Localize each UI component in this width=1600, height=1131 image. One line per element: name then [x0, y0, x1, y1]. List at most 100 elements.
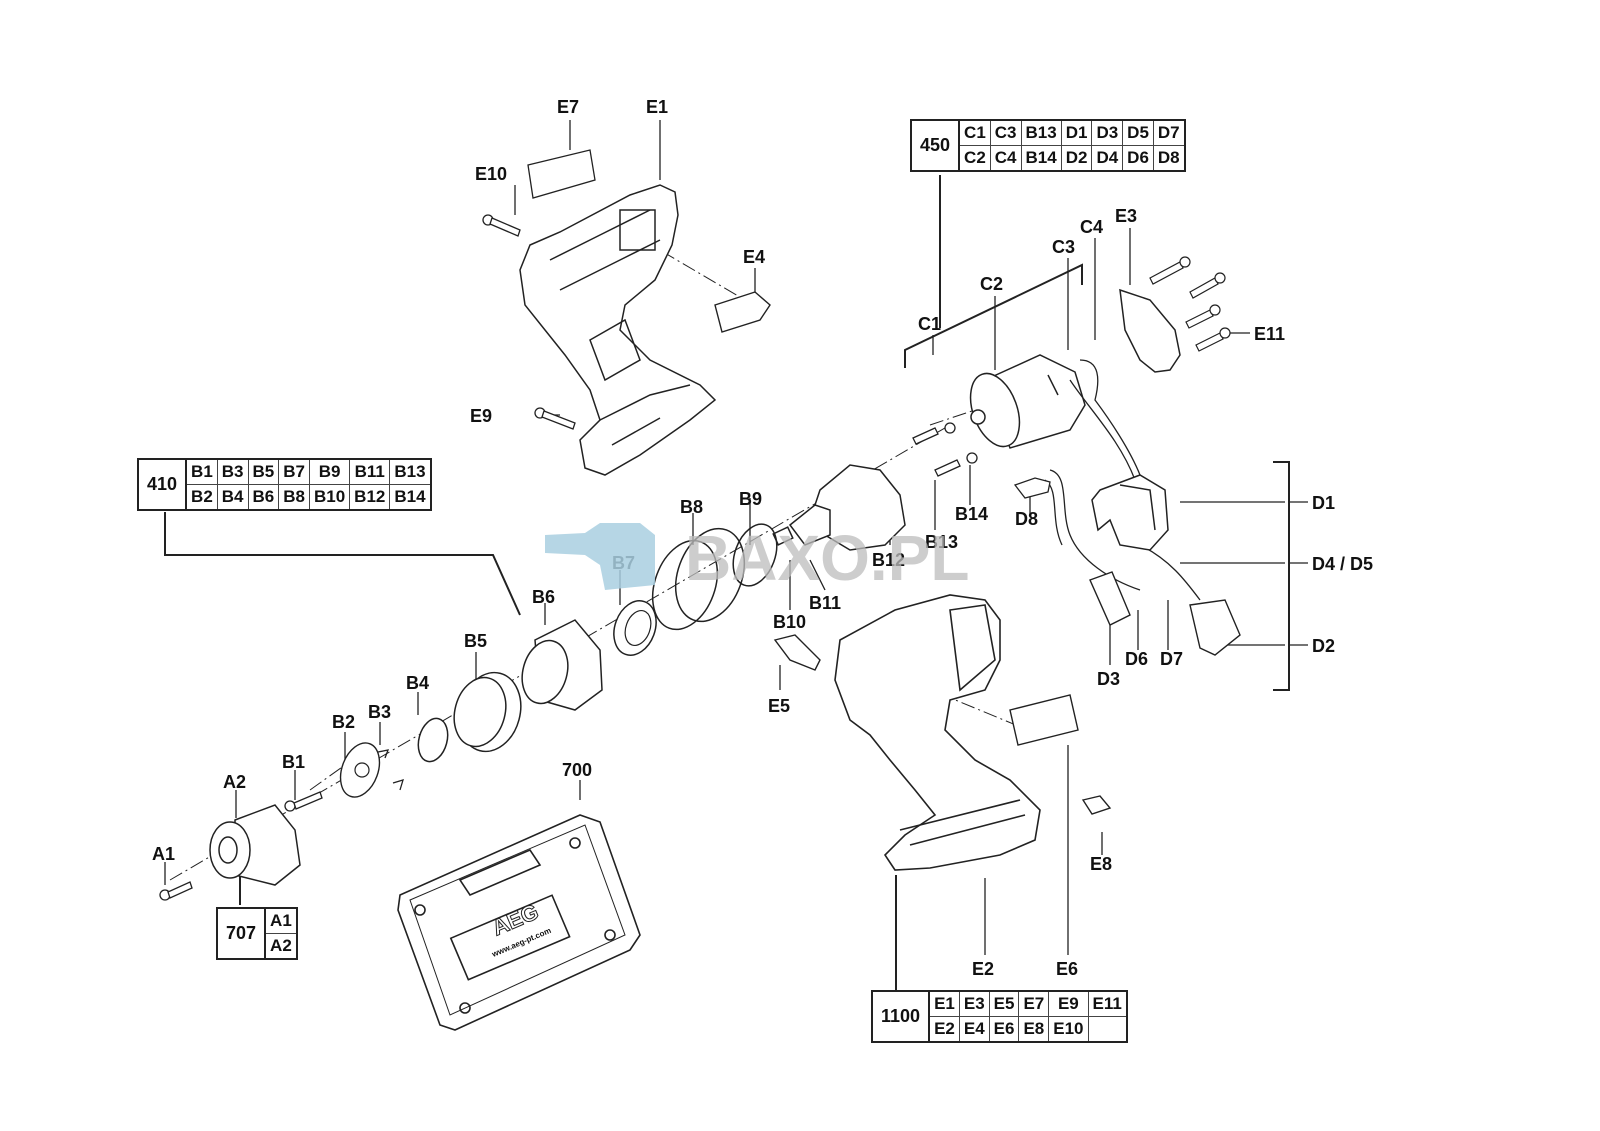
latch-e5 [773, 634, 821, 671]
label-b8: B8 [680, 497, 703, 517]
screw-b1 [284, 791, 323, 812]
label-e1: E1 [646, 97, 668, 117]
kit-part-cell: A2 [264, 933, 298, 960]
kit-number: 707 [216, 907, 267, 960]
label-b4: B4 [406, 673, 429, 693]
part-labels: E7 E1 E10 E4 E9 E3 E11 C4 C3 C2 C1 B14 B… [152, 97, 1373, 979]
kit-part-cell: E10 [1048, 1016, 1089, 1043]
kit-row: A2 [217, 933, 298, 960]
label-c3: C3 [1052, 237, 1075, 257]
kit-part-cell: B14 [1020, 145, 1062, 172]
o-ring-b9 [732, 523, 778, 587]
washer-b2 [339, 742, 381, 798]
kit-part-cell: C3 [989, 119, 1022, 146]
label-d3: D3 [1097, 669, 1120, 689]
kit-part-cell: B3 [216, 458, 249, 485]
label-plate-e7 [527, 149, 596, 199]
chuck-a2 [209, 804, 301, 886]
kit-part-cell: E9 [1048, 990, 1089, 1017]
kit-part-cell: B12 [349, 484, 391, 511]
label-b11: B11 [809, 593, 841, 613]
label-e2: E2 [972, 959, 994, 979]
kit-part-cell: E4 [958, 1016, 990, 1043]
label-b2: B2 [332, 712, 355, 732]
kit-number: 410 [137, 458, 188, 511]
motor-cover-e3 [1119, 288, 1181, 373]
label-b7: B7 [612, 553, 635, 573]
kit-part-cell: E3 [958, 990, 990, 1017]
torque-collar-b6 [521, 619, 603, 711]
kit-part-cell: B13 [1020, 119, 1062, 146]
label-d4-d5: D4 / D5 [1312, 554, 1373, 574]
terminal-block-d2 [1189, 599, 1241, 656]
kit-part-cell: D6 [1122, 145, 1154, 172]
kit-part-cell: B4 [216, 484, 249, 511]
label-b14: B14 [955, 504, 988, 524]
label-d8: D8 [1015, 509, 1038, 529]
kit-part-cell: B2 [185, 484, 218, 511]
kit-part-cell: B7 [278, 458, 310, 485]
kit-part-cell: C1 [958, 119, 991, 146]
kit-part-cell: D4 [1091, 145, 1124, 172]
ring-b4 [417, 717, 449, 763]
label-d6: D6 [1125, 649, 1148, 669]
clip-d8 [1013, 477, 1051, 499]
kit-part-cell: D7 [1152, 119, 1186, 146]
kit-part-cell: C2 [958, 145, 991, 172]
label-e3: E3 [1115, 206, 1137, 226]
kit-part-cell: B9 [308, 458, 351, 485]
housing-half-e2 [834, 594, 1041, 871]
kit-part-cell: D1 [1060, 119, 1093, 146]
kit-part-cell: E11 [1087, 990, 1128, 1017]
clip-e8 [1081, 795, 1112, 815]
kit-number: 450 [910, 119, 961, 172]
label-d1: D1 [1312, 493, 1335, 513]
kit-part-cell: B13 [389, 458, 432, 485]
kit-part-cell: E5 [988, 990, 1020, 1017]
label-700: 700 [562, 760, 592, 780]
ring-b5 [453, 671, 522, 753]
label-plate-e6 [1009, 694, 1079, 746]
label-b1: B1 [282, 752, 305, 772]
kit-part-cell: D2 [1060, 145, 1093, 172]
screw-e9 [534, 407, 576, 430]
label-e7: E7 [557, 97, 579, 117]
label-e10: E10 [475, 164, 507, 184]
label-b6: B6 [532, 587, 555, 607]
label-b5: B5 [464, 631, 487, 651]
label-d2: D2 [1312, 636, 1335, 656]
kit-part-cell: D3 [1091, 119, 1124, 146]
kit-part-cell: B6 [247, 484, 280, 511]
switch-d1 [1091, 474, 1169, 551]
component-d3 [1089, 571, 1131, 626]
label-d7: D7 [1160, 649, 1183, 669]
kit-part-cell: B8 [278, 484, 310, 511]
kit-part-cell: D5 [1122, 119, 1154, 146]
carry-case-700 [397, 814, 641, 1031]
kit-part-cell: E7 [1018, 990, 1050, 1017]
motor-c2 [969, 354, 1086, 449]
kit-part-cell: B10 [308, 484, 351, 511]
label-a1: A1 [152, 844, 175, 864]
kit-part-cell: B5 [247, 458, 280, 485]
label-b9: B9 [739, 489, 762, 509]
kit-part-cell: B14 [389, 484, 432, 511]
kit-part-cell: C4 [989, 145, 1022, 172]
kit-part-cell: B1 [185, 458, 218, 485]
ring-b7 [613, 600, 657, 656]
label-c2: C2 [980, 274, 1003, 294]
label-e5: E5 [768, 696, 790, 716]
kit-part-cell: B11 [349, 458, 391, 485]
label-e9: E9 [470, 406, 492, 426]
kit-part-cell: D8 [1152, 145, 1186, 172]
kit-part-cell: E2 [928, 1016, 960, 1043]
